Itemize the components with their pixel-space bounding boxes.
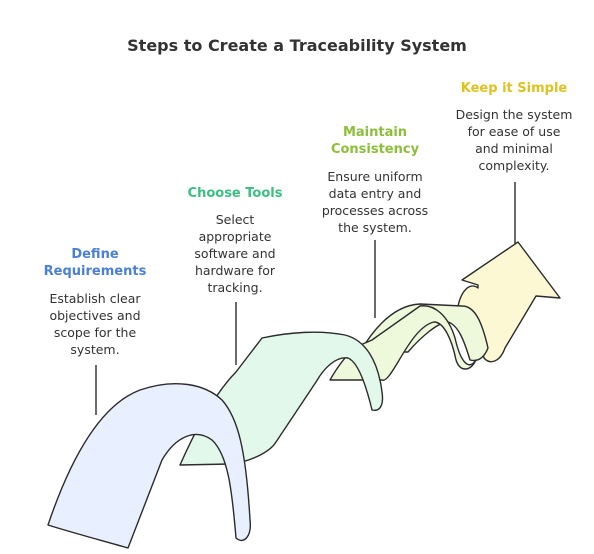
step-2-description: Select appropriate software and hardware… [194, 212, 276, 295]
step-2-heading: Choose Tools [187, 186, 283, 201]
diagram-title: Steps to Create a Traceability System [127, 36, 467, 55]
step-4-heading: Keep it Simple [460, 81, 568, 96]
step-1-description: Establish clear objectives and scope for… [49, 291, 141, 357]
step-3-heading: Maintain Consistency [330, 125, 420, 157]
step-3-description: Ensure uniform data entry and processes … [321, 169, 429, 235]
step-1-heading: Define Requirements [43, 247, 147, 279]
step-4-description: Design the system for ease of use and mi… [455, 107, 573, 173]
step-shape-1 [47, 383, 251, 549]
